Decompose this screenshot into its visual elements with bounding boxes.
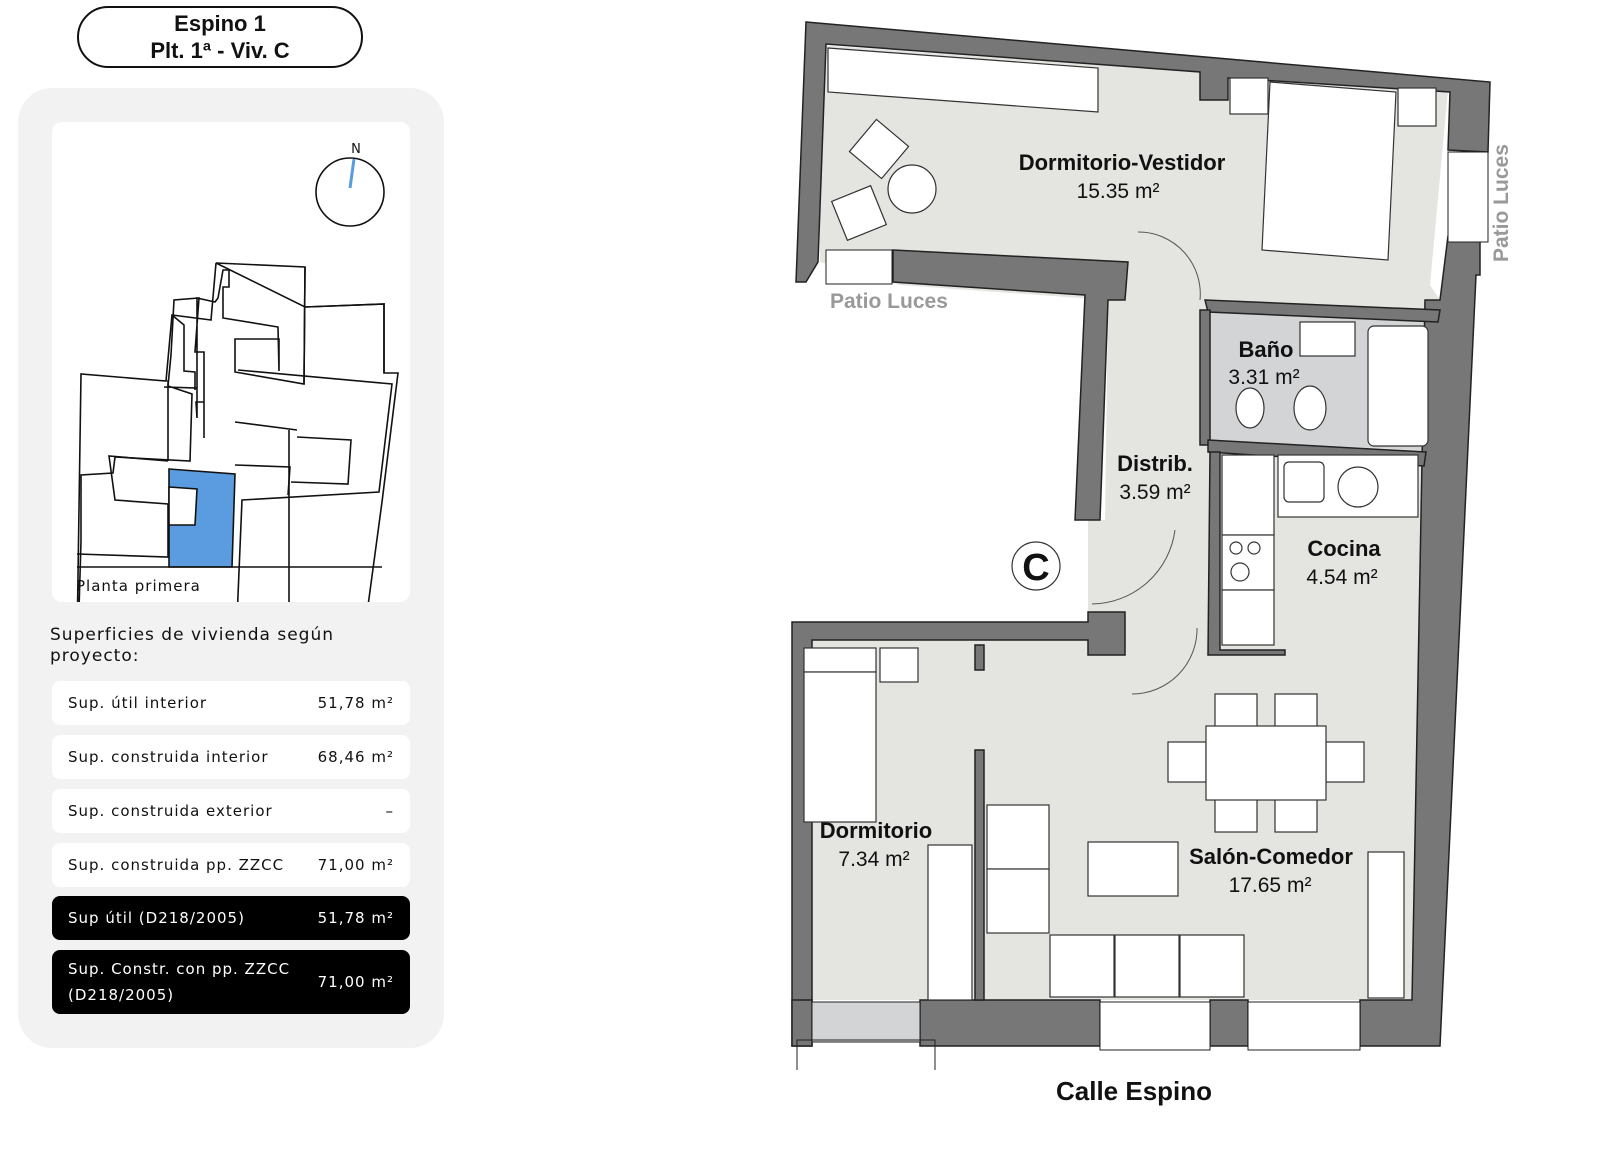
svg-text:3.59 m²: 3.59 m² [1119,481,1190,504]
svg-text:4.54 m²: 4.54 m² [1306,566,1377,589]
svg-text:Salón-Comedor: Salón-Comedor [1189,844,1353,869]
svg-text:15.35 m²: 15.35 m² [1077,180,1160,203]
room-bano: Baño 3.31 m² [1228,337,1299,389]
svg-text:Distrib.: Distrib. [1117,451,1193,476]
unit-title: Espino 1 Plt. 1ª - Viv. C [77,6,363,68]
svg-text:Dormitorio-Vestidor: Dormitorio-Vestidor [1019,150,1226,175]
street-label: Calle Espino [1056,1076,1213,1106]
room-dormitorio-vestidor: Dormitorio-Vestidor 15.35 m² [1019,150,1226,203]
surface-row-constr-zzcc-d218: Sup. Constr. con pp. ZZCC(D218/2005) 71,… [52,950,410,1014]
north-label: N [351,142,361,157]
highlighted-unit [168,468,236,568]
svg-text:7.34 m²: 7.34 m² [838,848,909,871]
svg-text:Cocina: Cocina [1307,536,1381,561]
surface-row-construida-interior: Sup. construida interior 68,46 m² [52,735,410,779]
room-cocina: Cocina 4.54 m² [1306,536,1381,589]
surface-row-util-d218: Sup útil (D218/2005) 51,78 m² [52,896,410,940]
patio-luces-right-label: Patio Luces [1490,144,1513,262]
svg-text:17.65 m²: 17.65 m² [1229,874,1312,897]
svg-text:Dormitorio: Dormitorio [820,818,932,843]
building-footprint [78,262,399,602]
floor-plan: Patio Luces Patio Luces Dormitorio-Vesti… [791,21,1513,1070]
surfaces-heading: Superficies de vivienda según proyecto: [50,625,335,666]
svg-text:C: C [1022,547,1049,589]
room-salon-comedor: Salón-Comedor 17.65 m² [1189,844,1353,897]
unit-name: Plt. 1ª - Viv. C [150,38,290,63]
door-swings [1091,231,1201,695]
surface-row-util-interior: Sup. útil interior 51,78 m² [52,681,410,725]
room-distrib: Distrib. 3.59 m² [1117,451,1193,504]
location-map-card: N [52,122,410,602]
svg-text:Baño: Baño [1239,337,1294,362]
floor-caption: Planta primera [76,577,201,595]
room-dormitorio: Dormitorio 7.34 m² [820,818,932,871]
info-panel: N [18,88,444,1048]
surface-row-construida-exterior: Sup. construida exterior – [52,789,410,833]
north-compass-icon: N [315,142,385,227]
svg-text:3.31 m²: 3.31 m² [1228,366,1299,389]
building-location-map: N [76,142,399,602]
unit-marker: C [1011,541,1061,591]
patio-luces-left-label: Patio Luces [830,290,948,313]
building-name: Espino 1 [174,11,266,36]
furniture [803,47,1437,1001]
windows [796,151,1489,1070]
surface-row-construida-zzcc: Sup. construida pp. ZZCC 71,00 m² [52,843,410,887]
